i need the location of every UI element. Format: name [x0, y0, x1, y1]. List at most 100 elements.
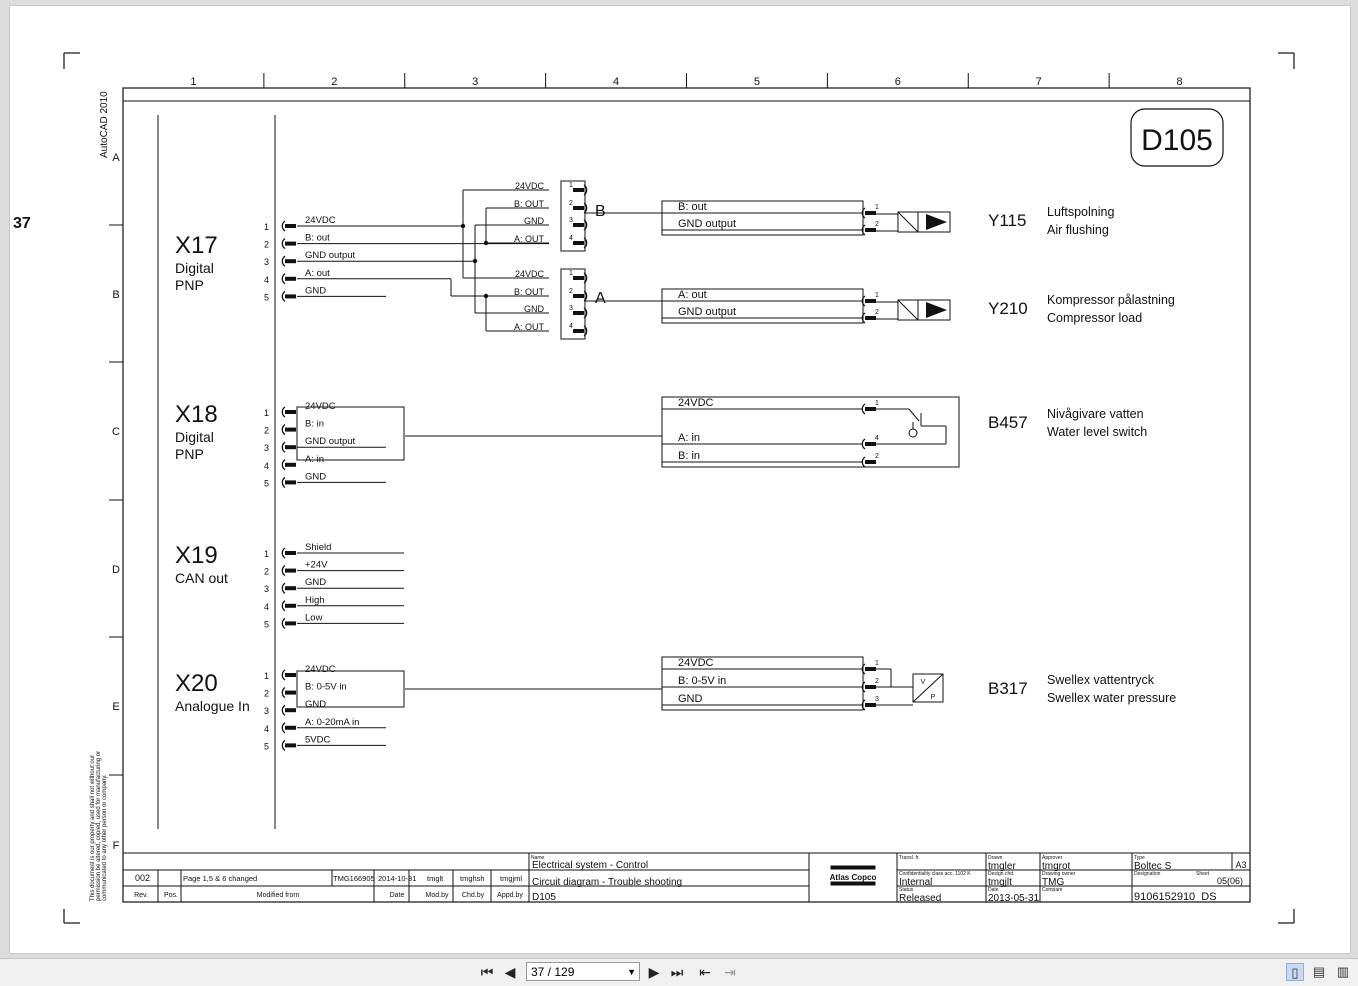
pin-contact [285, 259, 296, 264]
revision-cell: TMG166905 [333, 874, 375, 883]
facing-view-icon[interactable]: ▥ [1336, 964, 1350, 979]
pin-contact [865, 685, 876, 689]
device-description: Swellex water pressure [1047, 691, 1176, 705]
device-pin-number: 2 [875, 453, 879, 460]
pin-number: 1 [264, 222, 269, 232]
x20-cable-box [296, 670, 405, 708]
junction-dot [460, 223, 466, 229]
last-page-icon[interactable]: ⏭ [670, 964, 684, 980]
valve-arrow-icon [926, 214, 947, 230]
pin-contact [285, 427, 296, 432]
device-pin-number: 2 [875, 678, 879, 685]
splitter-pin-label: B: OUT [514, 199, 545, 209]
pin-socket [583, 237, 588, 249]
pin-contact [573, 294, 584, 298]
switch-contact [908, 408, 920, 422]
pin-contact [865, 703, 876, 707]
splitter-pin-label: GND [524, 216, 545, 226]
title-block [122, 852, 1251, 903]
pin-number: 2 [264, 426, 269, 436]
sheet-value: 05(06) [1217, 876, 1243, 886]
valve-coil-diagonal [897, 299, 919, 321]
revision-cell: 002 [135, 873, 150, 883]
sensor-symbol-v: V [921, 679, 926, 686]
revision-cell: Page 1,5 & 6 changed [183, 874, 257, 883]
device-id-y115: Y115 [988, 211, 1026, 230]
connector-title: CAN out [175, 570, 228, 586]
pin-socket [281, 406, 286, 418]
pin-socket [583, 290, 588, 302]
pin-label: B: 0-5V in [305, 682, 347, 693]
drawing-name-line3: D105 [532, 892, 556, 903]
pin-socket [281, 273, 286, 285]
approver-value: tmgrot [1042, 861, 1071, 872]
page-select[interactable]: 37 / 129▼ [526, 962, 640, 981]
page-number: 37 [13, 215, 31, 232]
row-label: A [112, 152, 120, 164]
pin-number: 3 [264, 257, 269, 267]
atlas-copco-logo: Atlas Copco [830, 873, 877, 882]
forward-view-icon[interactable]: ⇥ [724, 964, 736, 980]
pin-label: Low [305, 612, 323, 623]
first-page-icon[interactable]: ⏮ [480, 964, 494, 980]
splitter-pin-label: A: OUT [514, 322, 545, 332]
valve-body [917, 211, 951, 233]
connector-id-x19: X19 [175, 542, 218, 569]
back-view-icon[interactable]: ⇤ [699, 964, 711, 980]
pin-contact [573, 311, 584, 315]
connector-title: PNP [175, 277, 204, 293]
field-label: Drawing owner [1042, 871, 1076, 877]
revision-header: Mod.by [426, 892, 449, 899]
single-page-view-icon[interactable]: ▯ [1286, 963, 1304, 981]
continuous-view-icon[interactable]: ▤ [1312, 964, 1326, 979]
device-description: Kompressor pålastning [1047, 293, 1175, 307]
pin-label: High [305, 595, 325, 606]
pin-contact [285, 241, 296, 246]
previous-page-icon[interactable]: ◀ [504, 964, 516, 980]
pin-socket [861, 312, 866, 324]
device-pin-number: 3 [875, 696, 879, 703]
device-id-y210: Y210 [988, 299, 1028, 318]
splitter-pin-number: 1 [569, 270, 573, 277]
cable-label: 24VDC [678, 397, 714, 409]
copyright-note: This document is our property and shall … [90, 755, 96, 901]
pin-contact [865, 667, 876, 671]
pin-socket [281, 476, 286, 488]
software-label: AutoCAD 2010 [99, 91, 110, 158]
field-label: Date [988, 887, 999, 893]
pin-socket [281, 238, 286, 250]
pin-number: 4 [264, 461, 269, 471]
type-value: Boltec S [1134, 861, 1172, 872]
pin-contact [865, 442, 876, 446]
splitter-pin-number: 3 [569, 217, 573, 224]
pin-number: 1 [264, 549, 269, 559]
chevron-down-icon: ▼ [627, 967, 636, 977]
pin-contact [285, 603, 296, 608]
pin-socket [281, 704, 286, 716]
pin-label: GND output [305, 250, 356, 261]
next-page-icon[interactable]: ▶ [648, 964, 660, 980]
junction-dot [483, 293, 489, 299]
pin-contact [573, 188, 584, 192]
cable-label: GND output [678, 218, 736, 230]
pin-contact [285, 276, 296, 281]
splitter-pin-number: 1 [569, 182, 573, 189]
pin-contact [865, 460, 876, 464]
splitter-pin-label: GND [524, 304, 545, 314]
pin-contact [285, 480, 296, 485]
cable-label: 24VDC [678, 657, 714, 669]
pressure-sensor-box [912, 673, 944, 703]
device-pin-number: 1 [875, 292, 879, 299]
logo-bar [830, 881, 876, 886]
connector-title: PNP [175, 446, 204, 462]
pin-socket [281, 547, 286, 559]
pin-contact [285, 621, 296, 626]
pin-socket [281, 687, 286, 699]
pin-socket [861, 224, 866, 236]
splitter-pin-number: 4 [569, 323, 573, 330]
copyright-note: communicated to any other person or comp… [102, 774, 108, 901]
revision-cell: tmghsh [460, 874, 485, 883]
splitter-label-a: A [595, 290, 606, 307]
pin-number: 5 [264, 741, 269, 751]
